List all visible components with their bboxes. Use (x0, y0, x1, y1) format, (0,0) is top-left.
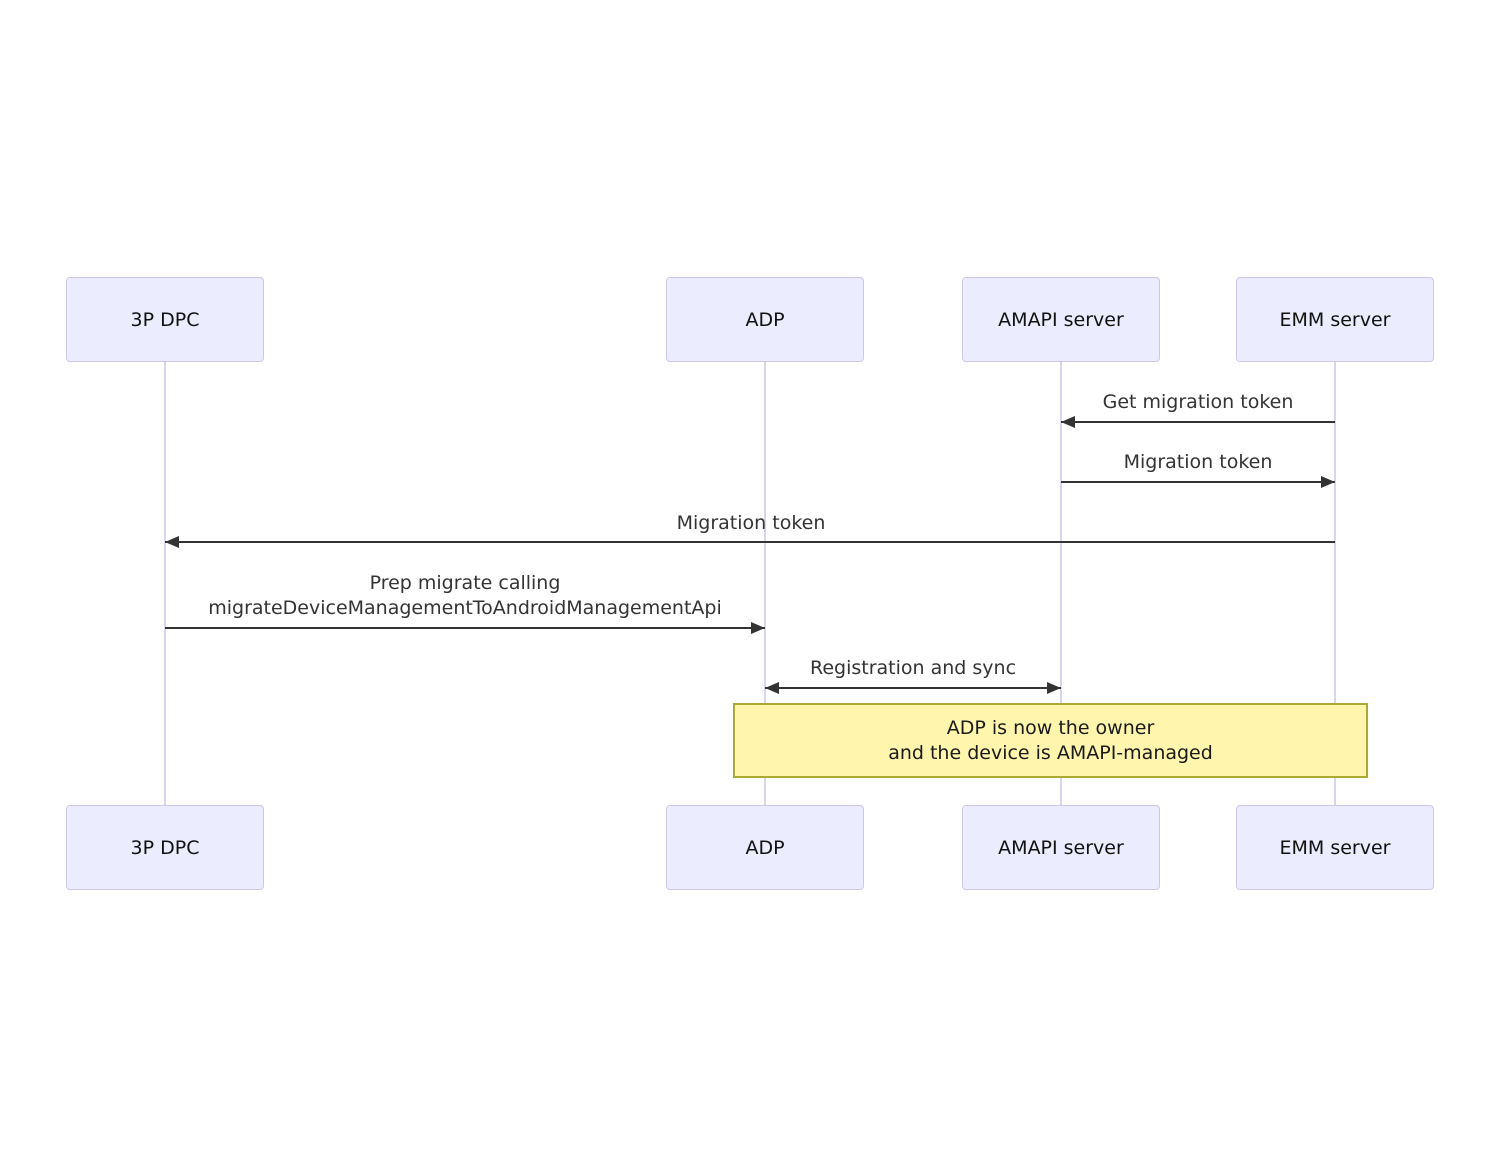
message-label-get-migration-token: Get migration token (1102, 391, 1294, 413)
actor-amapi-server-bottom: AMAPI server (962, 805, 1160, 890)
note-line1: ADP is now the owner (946, 716, 1155, 739)
arrowhead-right-icon (1321, 476, 1335, 488)
lifeline-adp (764, 361, 766, 806)
actor-emm-server-bottom: EMM server (1236, 805, 1434, 890)
actor-label: ADP (745, 836, 785, 859)
arrowhead-left-icon (765, 682, 779, 694)
actor-amapi-server-top: AMAPI server (962, 277, 1160, 362)
actor-label: ADP (745, 308, 785, 331)
message-label-registration-and-sync: Registration and sync (809, 657, 1017, 679)
message-label-line1: Prep migrate calling (369, 572, 561, 594)
arrow-get-migration-token (1061, 416, 1335, 428)
actor-3p-dpc-top: 3P DPC (66, 277, 264, 362)
actor-label: AMAPI server (998, 308, 1124, 331)
actor-label: EMM server (1279, 308, 1391, 331)
actor-label: EMM server (1279, 836, 1391, 859)
arrowhead-left-icon (165, 536, 179, 548)
message-label-migration-token-to-emm: Migration token (1123, 451, 1273, 473)
arrow-migration-token-to-emm (1061, 476, 1335, 488)
arrowhead-right-icon (1047, 682, 1061, 694)
note-line2: and the device is AMAPI-managed (888, 741, 1213, 764)
message-label-migration-token-to-dpc: Migration token (676, 512, 826, 534)
message-label-prep-migrate: Prep migrate calling migrateDeviceManage… (208, 571, 722, 621)
lifeline-3p-dpc (164, 361, 166, 806)
actor-adp-bottom: ADP (666, 805, 864, 890)
lifeline-emm-server (1334, 361, 1336, 806)
note-adp-owner: ADP is now the owner and the device is A… (733, 703, 1368, 778)
arrowhead-left-icon (1061, 416, 1075, 428)
lifeline-amapi-server (1060, 361, 1062, 806)
arrow-registration-and-sync (765, 682, 1061, 694)
actor-3p-dpc-bottom: 3P DPC (66, 805, 264, 890)
actor-label: AMAPI server (998, 836, 1124, 859)
arrow-migration-token-to-dpc (165, 536, 1335, 548)
message-label-line2: migrateDeviceManagementToAndroidManageme… (208, 597, 722, 619)
arrow-prep-migrate (165, 622, 765, 634)
actor-label: 3P DPC (130, 308, 200, 331)
arrowhead-right-icon (751, 622, 765, 634)
actor-label: 3P DPC (130, 836, 200, 859)
actor-emm-server-top: EMM server (1236, 277, 1434, 362)
actor-adp-top: ADP (666, 277, 864, 362)
